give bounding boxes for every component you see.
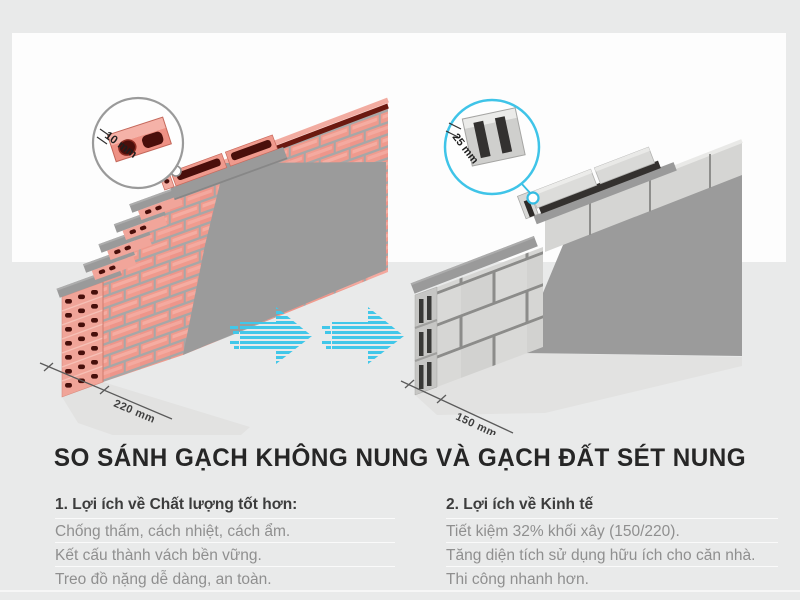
block-slots: [419, 296, 432, 389]
economy-benefit-item: Tiết kiệm 32% khối xây (150/220).: [446, 519, 778, 543]
bare-wall: [523, 162, 742, 356]
block-detail-drawing: [461, 107, 526, 167]
economy-benefit-item: Tăng diện tích sử dụng hữu ích cho căn n…: [446, 543, 778, 567]
page-title: SO SÁNH GẠCH KHÔNG NUNG VÀ GẠCH ĐẤT SÉT …: [53, 444, 747, 472]
quality-benefit-item: Treo đồ nặng dễ dàng, an toàn.: [55, 567, 395, 591]
transition-arrows-icon: [230, 307, 404, 364]
lintel-bricks: [159, 134, 288, 201]
callout-anchor-ring: [526, 191, 540, 205]
dimension-ticks: [43, 362, 110, 395]
top-block-course: [545, 141, 742, 252]
block-end-face: [414, 286, 438, 396]
floor-shadow: [415, 353, 742, 415]
unfired-block-wall-illustration: 25 mm 150 mm: [400, 98, 743, 435]
bottom-divider: [0, 590, 800, 592]
quality-benefit-item: Chống thấm, cách nhiệt, cách ẩm.: [55, 519, 395, 543]
dimension-line: [39, 362, 173, 420]
floor-shadow: [62, 382, 250, 435]
step-slabs: [56, 186, 183, 298]
quality-benefits-section: 1. Lợi ích về Chất lượng tốt hơn: Chống …: [55, 496, 395, 591]
striped-arrow: [322, 307, 404, 364]
dimension-ticks: [404, 379, 447, 404]
economy-benefits-heading: 2. Lợi ích về Kinh tế: [446, 496, 778, 519]
cap-slab: [410, 236, 538, 294]
striped-arrow: [230, 307, 312, 364]
economy-benefits-section: 2. Lợi ích về Kinh tế Tiết kiệm 32% khối…: [446, 496, 778, 591]
block-joints: [589, 154, 711, 235]
clay-brick-wall-illustration: 10 mm 220 mm: [39, 96, 389, 435]
detail-dimension-ticks: [96, 128, 111, 145]
brick-holes: [65, 290, 98, 388]
bare-wall: [183, 162, 386, 355]
callout-leader-line: [520, 182, 532, 195]
economy-benefit-item: Thi công nhanh hơn.: [446, 567, 778, 591]
quality-benefit-item: Kết cấu thành vách bền vững.: [55, 543, 395, 567]
quality-benefits-heading: 1. Lợi ích về Chất lượng tốt hơn:: [55, 496, 395, 519]
block-end-mortar: [414, 319, 438, 362]
brick-detail-drawing: [106, 116, 172, 163]
detail-dimension-ticks: [445, 122, 462, 138]
mortar-lines: [61, 295, 104, 382]
dimension-line: [400, 380, 514, 434]
block-face: [437, 247, 543, 387]
